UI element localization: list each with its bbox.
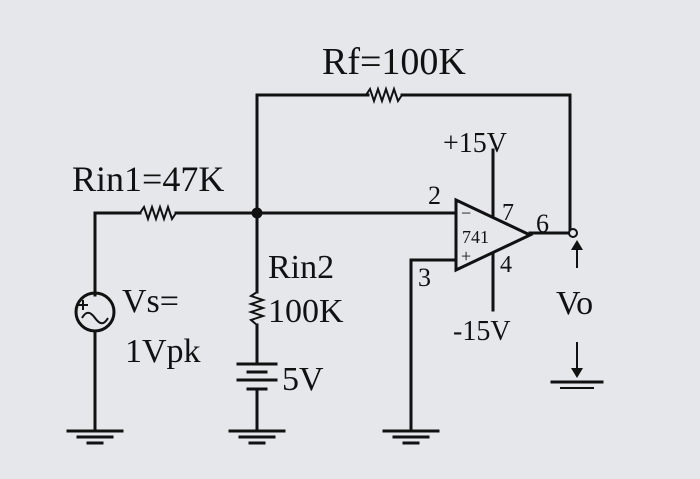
battery-symbol: [236, 362, 278, 391]
pin-4-label: 4: [500, 252, 512, 278]
output-terminal: [568, 228, 578, 238]
rin2-value-label: 100K: [268, 293, 344, 330]
rf-resistor: [365, 85, 403, 105]
rin1-resistor: [139, 203, 177, 223]
rin2-name-label: Rin2: [268, 249, 334, 286]
feedback-wire: [255, 93, 572, 234]
pos-supply-label: +15V: [443, 128, 507, 159]
output-label: Vo: [556, 285, 593, 322]
vo-down-arrow: [550, 342, 604, 389]
inverting-input-sign: −: [461, 203, 471, 223]
noninverting-input-sign: +: [461, 246, 471, 266]
rin1-label: Rin1=47K: [72, 159, 224, 199]
vs-value-label: 1Vpk: [125, 333, 201, 370]
rin2-resistor: [247, 291, 267, 326]
neg-supply-label: -15V: [453, 316, 511, 347]
vs-name-label: Vs=: [122, 283, 179, 320]
pin3-wire: [409, 258, 458, 432]
pin-7-label: 7: [502, 200, 514, 226]
rf-label: Rf=100K: [322, 41, 466, 83]
pin-2-label: 2: [428, 181, 441, 210]
opamp-model-label: 741: [462, 227, 489, 247]
ground-symbol-pin3: [382, 429, 440, 445]
pin-6-label: 6: [536, 209, 549, 238]
battery-voltage-label: 5V: [282, 361, 324, 398]
vo-up-arrow: [571, 240, 583, 268]
rin1-wire: [93, 211, 458, 297]
ground-symbol-battery: [228, 429, 286, 445]
pin-3-label: 3: [418, 263, 431, 292]
ground-symbol-vs: [66, 429, 124, 445]
